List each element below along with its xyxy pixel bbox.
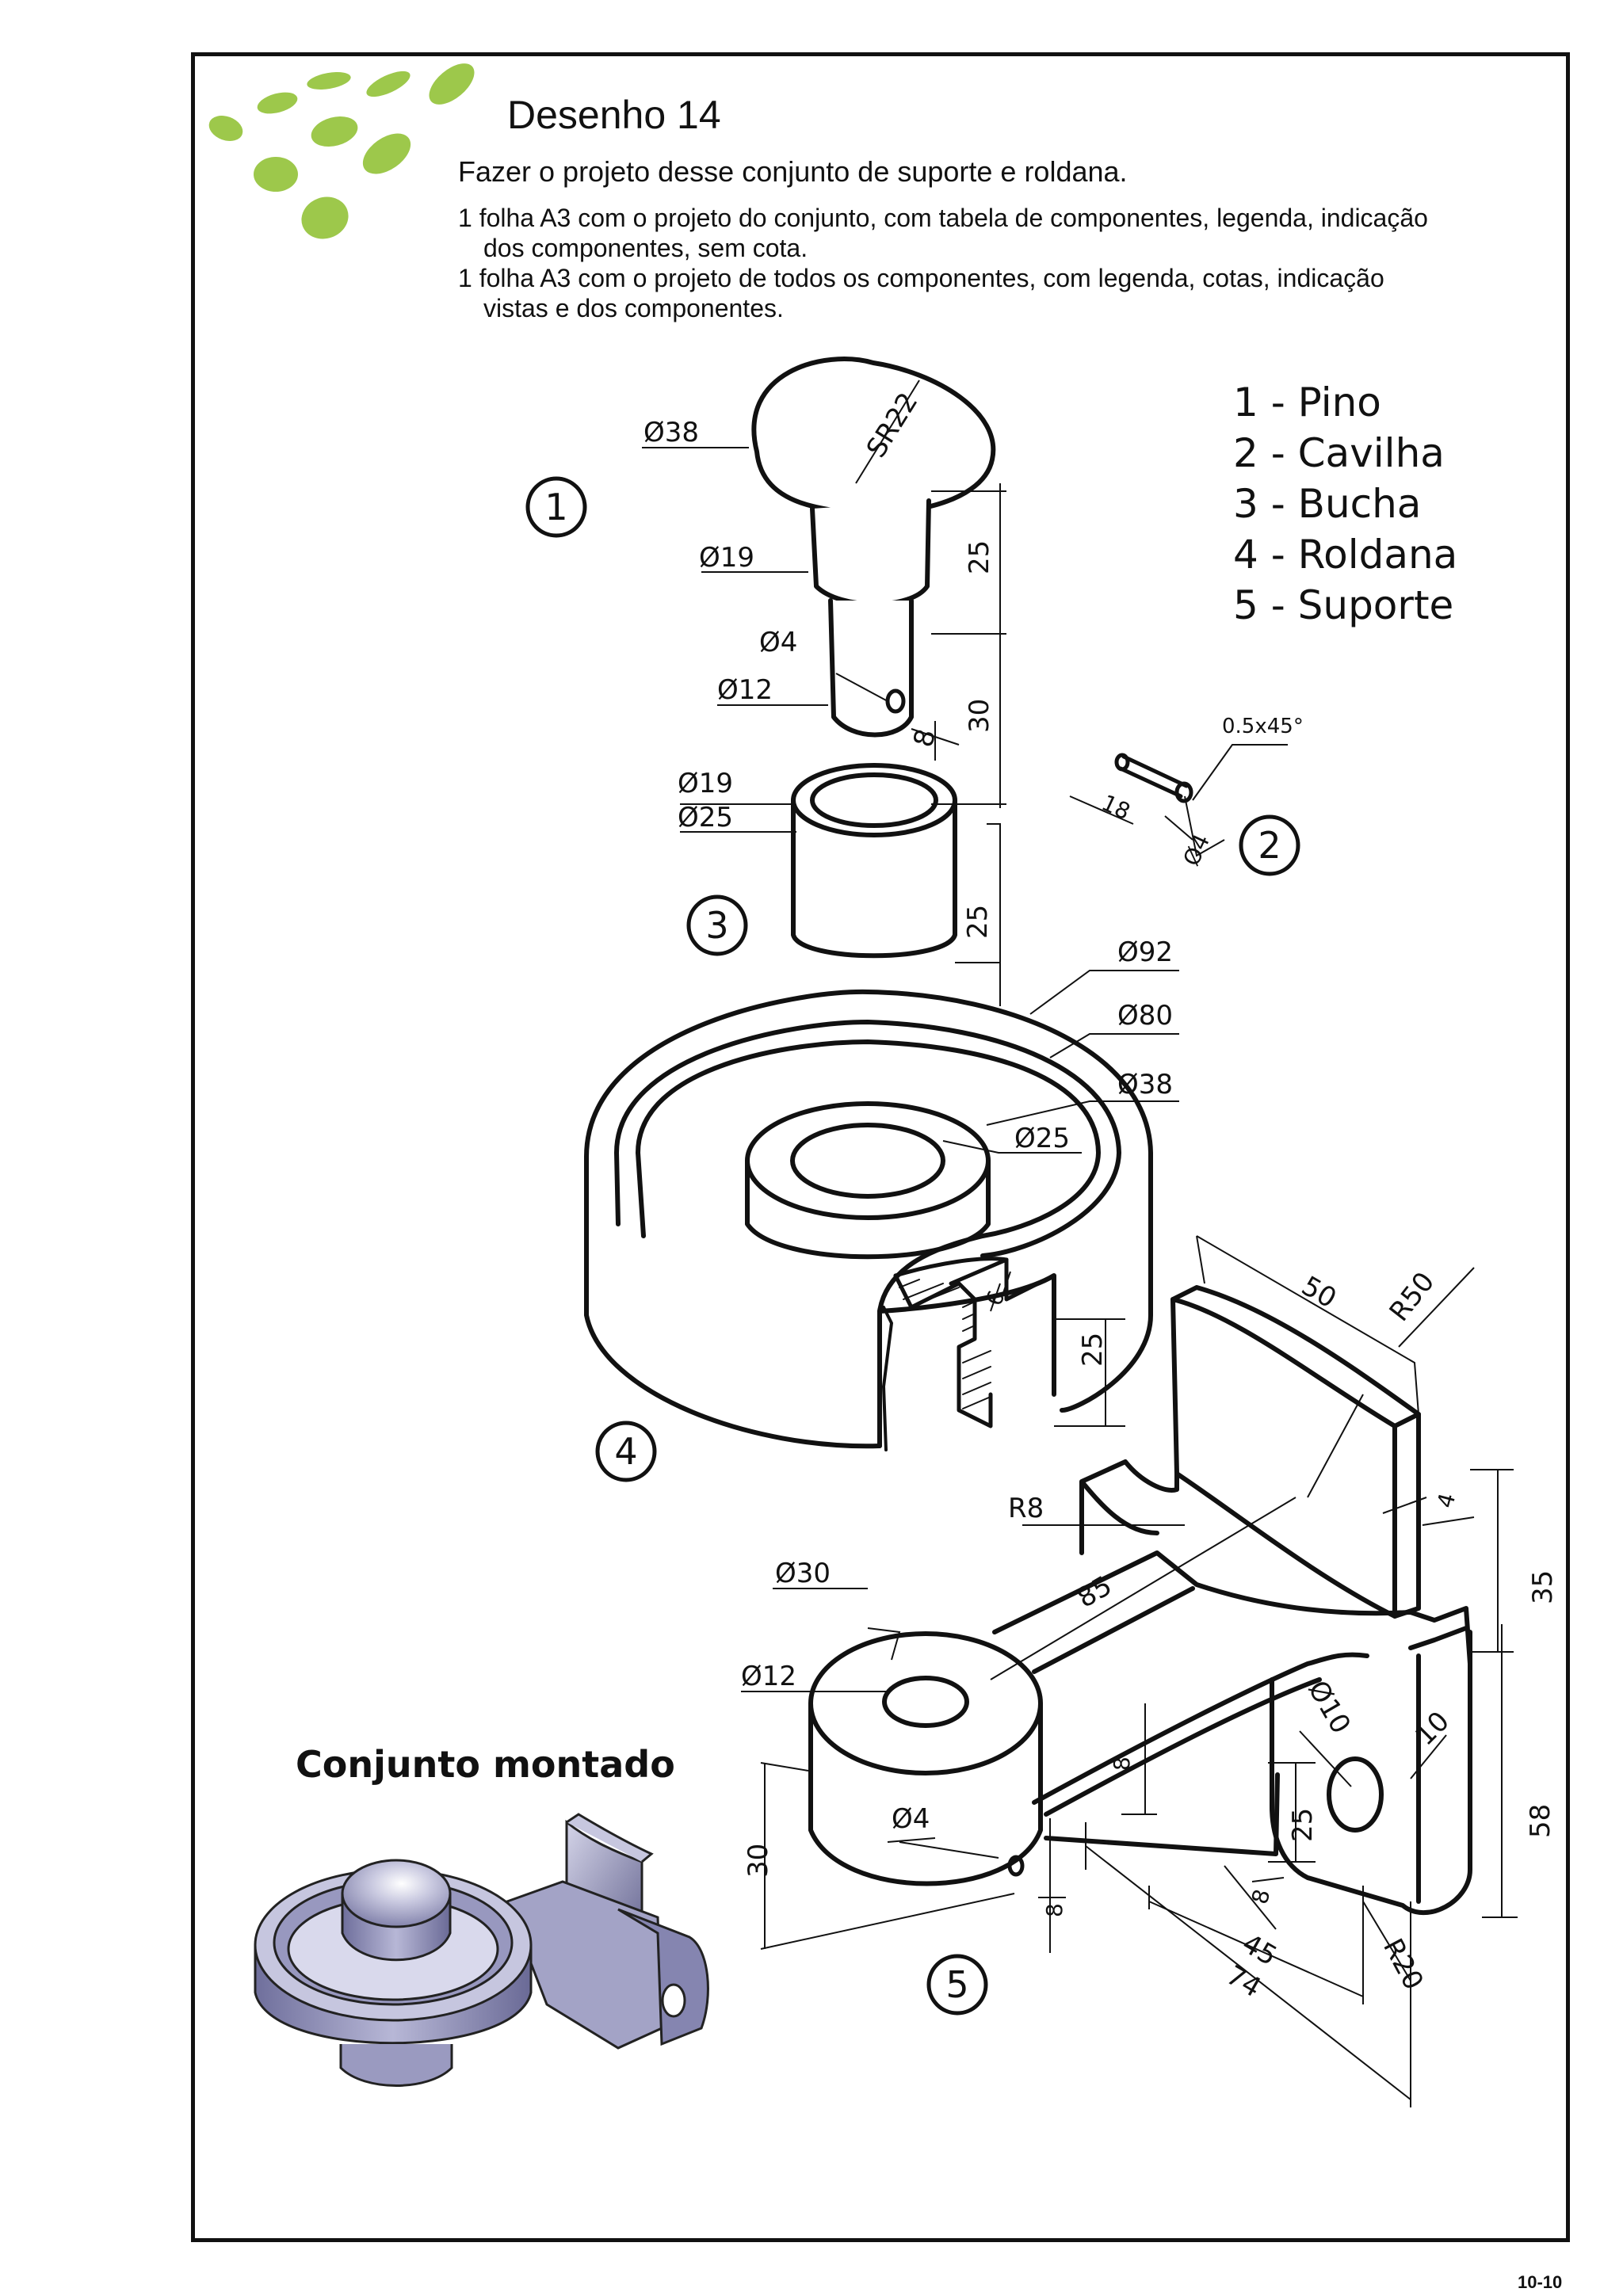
- dim-pin-30: 30: [964, 699, 995, 733]
- dim-bucha-d25: Ø25: [678, 802, 733, 833]
- requirement-2: 1 folha A3 com o projeto de todos os com…: [458, 263, 1552, 323]
- assembled-render: [254, 1813, 709, 2087]
- requirement-2-line-1: 1 folha A3 com o projeto de todos os com…: [458, 264, 1384, 292]
- dim-suporte-35: 35: [1527, 1570, 1559, 1604]
- part-bucha-drawing: [791, 763, 957, 959]
- dim-cavilha-chamfer: 0.5x45°: [1222, 715, 1304, 738]
- callout-circles: [525, 476, 1300, 2016]
- dim-pin-d12: Ø12: [717, 674, 773, 706]
- dim-suporte-8b: 8: [1247, 1886, 1275, 1907]
- dim-suporte-d12: Ø12: [741, 1661, 796, 1692]
- dim-suporte-30: 30: [743, 1844, 774, 1878]
- logo-leaf-dots: [208, 63, 475, 239]
- dim-suporte-50: 50: [1296, 1270, 1342, 1314]
- part-item-pino: 1 - Pino: [1233, 379, 1381, 425]
- dim-suporte-r20: R20: [1377, 1933, 1430, 1995]
- parts-list: 1 - Pino 2 - Cavilha 3 - Bucha 4 - Rolda…: [1233, 377, 1457, 631]
- part-item-cavilha: 2 - Cavilha: [1233, 430, 1445, 476]
- part-roldana-drawing: [584, 989, 1153, 1451]
- dim-roldana-d92: Ø92: [1117, 936, 1173, 968]
- dim-suporte-10: 10: [1409, 1705, 1456, 1752]
- callout-3: 3: [705, 904, 728, 947]
- part-pino-drawing: [751, 357, 996, 738]
- requirement-2-line-2: vistas e dos componentes.: [483, 294, 784, 322]
- dim-suporte-8c: 8: [1041, 1903, 1067, 1917]
- callout-4: 4: [614, 1430, 637, 1473]
- dim-suporte-4: 4: [1432, 1490, 1461, 1511]
- dim-pin-d19: Ø19: [699, 542, 754, 574]
- dim-suporte-58: 58: [1525, 1804, 1556, 1838]
- dim-cavilha-d4: Ø4: [1178, 830, 1215, 870]
- dim-pin-d4: Ø4: [759, 627, 797, 658]
- callout-5: 5: [945, 1963, 968, 2006]
- dim-pin-d38: Ø38: [643, 417, 699, 448]
- dim-roldana-d25: Ø25: [1014, 1123, 1070, 1154]
- dim-suporte-d4: Ø4: [892, 1803, 930, 1835]
- dim-roldana-d38: Ø38: [1117, 1069, 1173, 1100]
- drawing-frame: [191, 52, 1570, 2242]
- callout-2: 2: [1258, 824, 1281, 867]
- dim-suporte-25: 25: [1287, 1808, 1319, 1842]
- part-item-roldana: 4 - Roldana: [1233, 532, 1458, 578]
- dim-suporte-r50: R50: [1384, 1266, 1442, 1327]
- dim-pin-25: 25: [964, 540, 995, 574]
- dim-bucha-25: 25: [962, 905, 994, 939]
- drawing-title: Desenho 14: [507, 93, 721, 137]
- assembled-title: Conjunto montado: [296, 1743, 675, 1786]
- part-cavilha-drawing: [1114, 753, 1193, 803]
- part-item-bucha: 3 - Bucha: [1233, 481, 1422, 527]
- dim-suporte-8a: 8: [1109, 1756, 1135, 1771]
- dim-suporte-d30: Ø30: [775, 1558, 831, 1589]
- requirement-1-line-2: dos componentes, sem cota.: [483, 234, 808, 262]
- part-item-suporte: 5 - Suporte: [1233, 582, 1454, 628]
- dim-suporte-r8: R8: [1008, 1493, 1044, 1524]
- dim-roldana-d80: Ø80: [1117, 1000, 1173, 1032]
- requirement-1-line-1: 1 folha A3 com o projeto do conjunto, co…: [458, 204, 1428, 232]
- dim-roldana-25: 25: [1077, 1333, 1109, 1367]
- dim-bucha-d19: Ø19: [678, 768, 733, 799]
- drawing-subtitle: Fazer o projeto desse conjunto de suport…: [458, 155, 1128, 188]
- page-number: 10-10: [1518, 2272, 1563, 2292]
- callout-1: 1: [544, 486, 567, 528]
- requirement-1: 1 folha A3 com o projeto do conjunto, co…: [458, 203, 1552, 263]
- part-suporte-drawing: [808, 1285, 1472, 1916]
- dim-cavilha-18: 18: [1098, 789, 1134, 825]
- dim-pin-8: 8: [907, 726, 942, 750]
